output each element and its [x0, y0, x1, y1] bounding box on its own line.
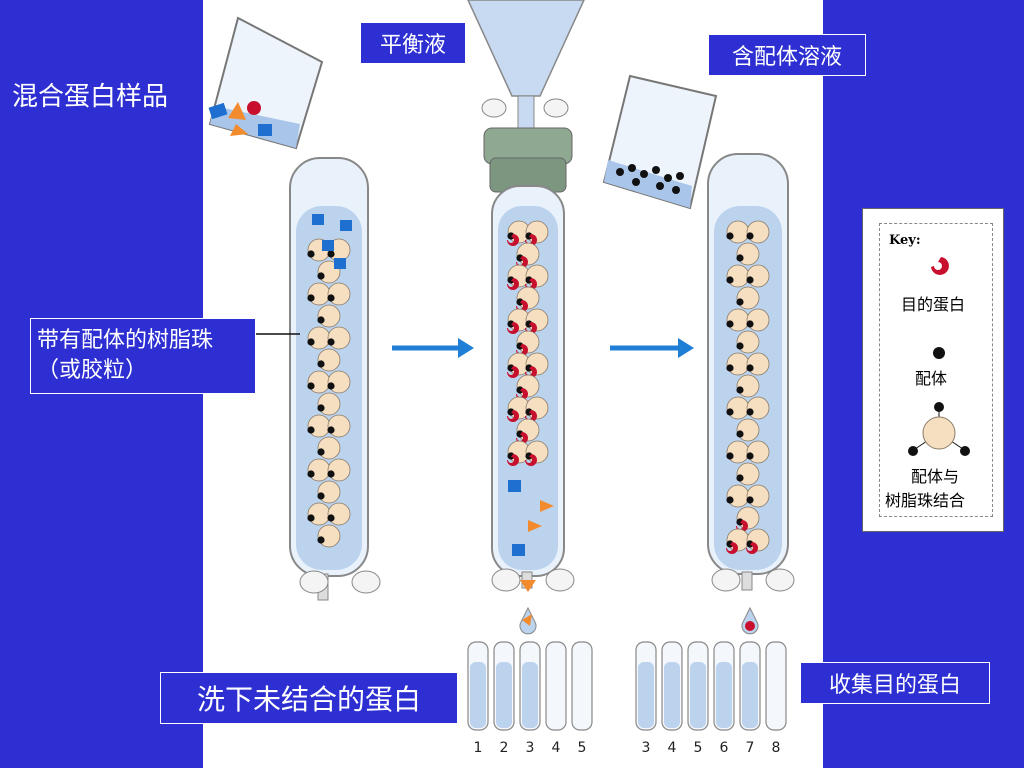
- resin-bead: [306, 502, 331, 526]
- unbound-protein: [508, 480, 521, 492]
- resin-bead: [316, 392, 341, 416]
- resin-bead: [326, 502, 351, 526]
- unbound-protein: [528, 520, 542, 532]
- resin-bead: [306, 370, 331, 394]
- target-protein-icon: [931, 257, 949, 275]
- collection-tubes-right: 3 4 5 6 7 8: [635, 641, 787, 756]
- collection-tube: [545, 641, 567, 731]
- resin-bead: [326, 282, 351, 306]
- tube-number: 2: [500, 740, 509, 756]
- resin-bead: [735, 418, 760, 442]
- arrow-step-2: [610, 338, 694, 358]
- tube-number: 5: [694, 740, 703, 756]
- resin-bead: [316, 436, 341, 460]
- ligand-solution-label: 含配体溶液: [708, 34, 866, 76]
- unbound-protein: [340, 220, 352, 231]
- resin-bead: [725, 264, 750, 288]
- unbound-protein: [312, 214, 324, 225]
- funnel-equilibration: [467, 0, 585, 129]
- key-bound-line1: 配体与: [911, 467, 960, 486]
- tube-number: 4: [668, 740, 677, 756]
- collection-tube: [765, 641, 787, 731]
- beaker-ligand-solution: [602, 74, 718, 210]
- resin-bead: [326, 414, 351, 438]
- beaker-mixed-sample: [208, 16, 324, 150]
- resin-bead: [735, 374, 760, 398]
- column-2: [483, 127, 575, 635]
- resin-bead: [316, 304, 341, 328]
- resin-bead: [735, 462, 760, 486]
- unbound-protein: [334, 258, 346, 269]
- resin-bead: [326, 458, 351, 482]
- tube-number: 5: [578, 740, 587, 756]
- resin-bead: [745, 308, 770, 332]
- unbound-protein: [512, 544, 525, 556]
- diagram-panel: 1 2 3 4 5 3 4 5 6 7 8: [203, 0, 823, 768]
- key-legend: Key: 目的蛋白 配体 配体与 树脂珠结合: [862, 208, 1004, 532]
- key-title: Key:: [889, 233, 921, 248]
- resin-bead: [306, 458, 331, 482]
- tube-number: 3: [526, 740, 535, 756]
- resin-bead: [326, 370, 351, 394]
- resin-bead: [306, 326, 331, 350]
- unbound-protein: [540, 500, 554, 512]
- collection-tubes-left: 1 2 3 4 5: [467, 641, 593, 756]
- resin-bead: [316, 348, 341, 372]
- resin-bead: [745, 264, 770, 288]
- tube-number: 4: [552, 740, 561, 756]
- resin-bead: [306, 282, 331, 306]
- resin-bead: [725, 352, 750, 376]
- resin-bead: [745, 396, 770, 420]
- tube-number: 8: [772, 740, 781, 756]
- resin-bead: [316, 480, 341, 504]
- mixed-sample-label: 混合蛋白样品: [12, 82, 169, 112]
- resin-bead: [725, 440, 750, 464]
- key-bound-line2: 树脂珠结合: [885, 491, 966, 510]
- resin-bead: [745, 484, 770, 508]
- resin-bead: [735, 286, 760, 310]
- column-3: [707, 153, 795, 635]
- affinity-chromatography-diagram: 1 2 3 4 5 3 4 5 6 7 8: [208, 0, 795, 756]
- resin-bead: [745, 220, 770, 244]
- resin-bead: [725, 396, 750, 420]
- tube-number: 1: [474, 740, 483, 756]
- resin-bead: [735, 330, 760, 354]
- unbound-protein: [322, 240, 334, 251]
- resin-bead: [326, 326, 351, 350]
- tube-number: 3: [642, 740, 651, 756]
- equilibration-label: 平衡液: [360, 22, 466, 64]
- resin-bead: [306, 414, 331, 438]
- resin-bead: [725, 484, 750, 508]
- tube-number: 6: [720, 740, 729, 756]
- ligand-icon: [933, 347, 945, 359]
- key-target-protein: 目的蛋白: [901, 295, 966, 314]
- resin-bead: [725, 308, 750, 332]
- bound-bead-icon: [908, 402, 970, 456]
- collection-tube: [571, 641, 593, 731]
- tube-number: 7: [746, 740, 755, 756]
- resin-bead: [745, 352, 770, 376]
- resin-bead: [316, 524, 341, 548]
- key-ligand: 配体: [915, 369, 948, 388]
- column-1: [289, 157, 381, 601]
- resin-bead: [725, 220, 750, 244]
- collect-target-label: 收集目的蛋白: [800, 662, 990, 704]
- arrow-step-1: [392, 338, 474, 358]
- resin-bead: [735, 242, 760, 266]
- resin-beads-label: 带有配体的树脂珠（或胶粒）: [30, 318, 256, 394]
- resin-bead: [745, 440, 770, 464]
- wash-unbound-label: 洗下未结合的蛋白: [160, 672, 458, 724]
